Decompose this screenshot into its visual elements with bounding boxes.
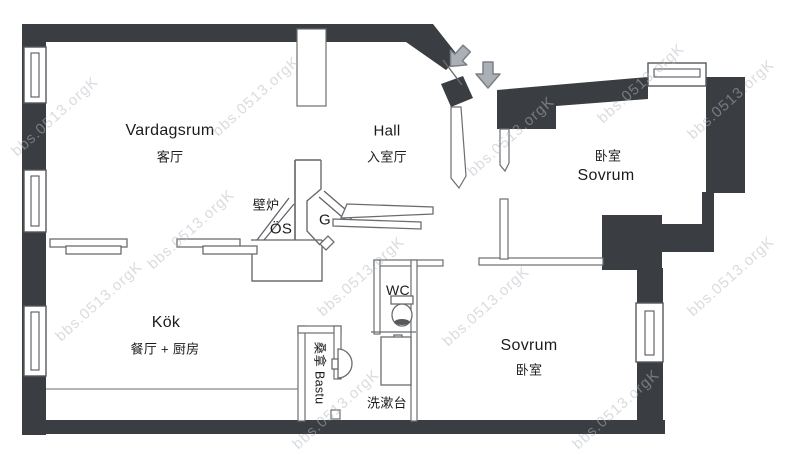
hall-shaft <box>296 28 327 107</box>
window-left-3 <box>23 305 47 377</box>
room-label-hall: Hall <box>373 122 401 140</box>
windows <box>23 46 707 377</box>
window-top-right <box>647 62 707 87</box>
bedroom-bottom-east-wall-lower <box>637 360 663 422</box>
wc-left-wall <box>373 259 381 335</box>
bedroom-bottom-top-wall <box>478 257 604 266</box>
bedroom-top-north-wall <box>497 77 648 129</box>
radiator-symbol <box>65 245 122 255</box>
bathroom-fixtures <box>331 295 416 386</box>
toilet-seat <box>394 319 410 325</box>
hall-wardrobe-bar <box>339 203 434 219</box>
room-label-living-room: Vardagsrum <box>125 122 215 139</box>
room-label-wc: WC <box>386 282 410 298</box>
top-wall <box>22 24 412 42</box>
radiator-symbol <box>202 245 258 255</box>
washbasin-tap <box>331 358 339 370</box>
wc-top-wall <box>373 259 444 267</box>
door-leaf-entry <box>450 106 467 190</box>
sauna-door-stop <box>330 409 341 420</box>
door-leaf-bedroom-top <box>499 128 510 173</box>
entry-door-opening-line <box>442 59 463 86</box>
mid-right-wall-block <box>602 215 662 270</box>
room-label-hall-cn: 入室厅 <box>367 149 407 165</box>
corridor-wall <box>410 259 418 422</box>
entry-arrow-icon <box>475 61 501 89</box>
bedroom-top-east-wall <box>706 77 745 193</box>
kitchen-fittings <box>46 238 298 390</box>
entry-post-wall <box>441 76 473 107</box>
fireplace-closet-cluster <box>251 160 434 251</box>
hall-wardrobe-bar-2 <box>332 218 422 230</box>
washbasin-icon <box>337 348 353 379</box>
window-left-1 <box>23 46 47 104</box>
east-step-wall <box>702 192 714 228</box>
bedroom-bottom-east-wall-upper <box>637 268 663 306</box>
window-left-2 <box>23 169 47 233</box>
interior-walls <box>207 28 604 422</box>
room-label-bedroom-top: Sovrum <box>577 167 635 184</box>
closet-corner-tab <box>319 235 335 251</box>
closet-wall-outline <box>306 160 322 246</box>
fireplace-label-abbr: ÖS <box>269 220 293 238</box>
entry-corner-wall <box>406 24 459 70</box>
room-label-sauna: 桑拿 Bastu <box>312 341 327 405</box>
room-label-bedroom-top-cn: 卧室 <box>594 148 622 164</box>
fireplace-front-line-2 <box>263 203 295 241</box>
fireplace-front-line <box>256 197 290 241</box>
bottom-wall <box>22 420 665 434</box>
entry-arrow-icon <box>449 44 472 68</box>
east-band-wall <box>662 224 714 252</box>
room-label-kitchen-cn: 餐厅 + 厨房 <box>130 341 200 357</box>
entrance <box>442 44 510 190</box>
wash-cabinet <box>380 336 412 386</box>
room-label-bedroom-bottom-cn: 卧室 <box>515 362 543 378</box>
sauna-left-wall <box>297 325 306 422</box>
window-right <box>635 302 664 363</box>
fireplace-label-cn: 壁炉 <box>252 197 280 213</box>
door-leaf-bedroom-bottom <box>499 198 509 260</box>
room-label-bedroom-bottom: Sovrum <box>500 337 558 354</box>
room-label-living-room-cn: 客厅 <box>156 149 184 165</box>
room-label-kitchen: Kök <box>151 314 181 331</box>
washstand-label: 洗漱台 <box>367 395 407 411</box>
closet-label: G <box>319 211 331 229</box>
